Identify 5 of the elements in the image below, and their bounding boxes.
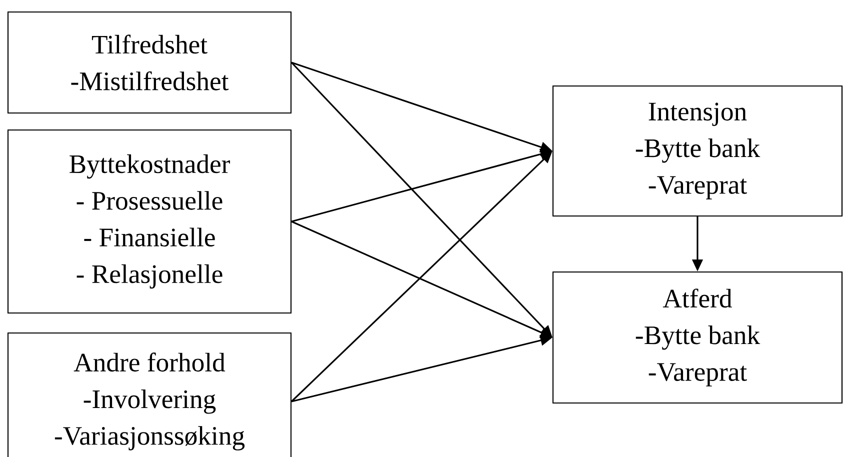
process-box: Andre forhold -Involvering -Variasjonssøking [7,332,292,457]
process-box: Intensjon -Bytte bank -Vareprat [552,85,843,217]
process-box: Tilfredshet -Mistilfredshet [7,11,292,114]
process-box: Atferd -Bytte bank -Vareprat [552,271,843,404]
process-box: Byttekostnader - Prosessuelle - Finansielle - Relasjonelle [7,129,292,314]
